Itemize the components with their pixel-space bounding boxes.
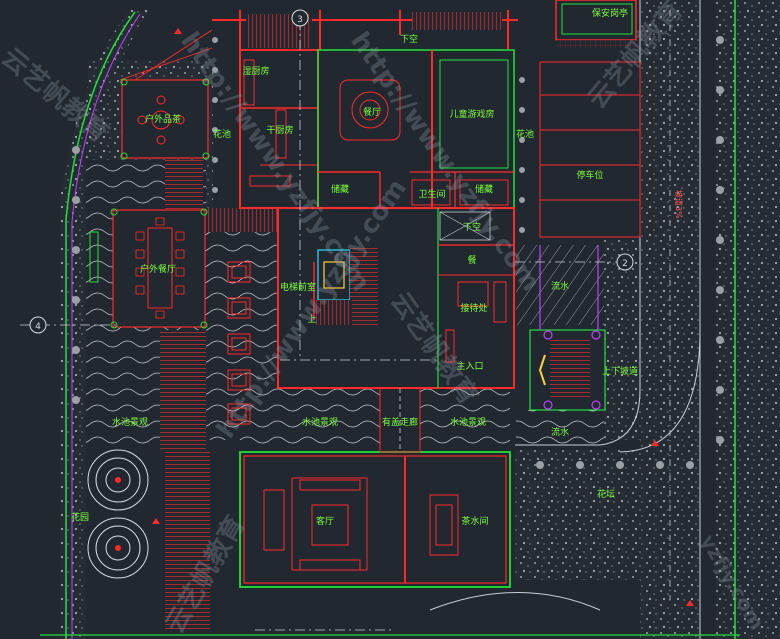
axis-marker-group: 3 2 4 bbox=[29, 9, 634, 334]
central-staircase bbox=[313, 245, 378, 325]
interior-furniture bbox=[243, 59, 509, 571]
label-tea-room: 茶水间 bbox=[461, 515, 488, 527]
label-storage-b: 储藏 bbox=[475, 183, 493, 195]
label-flowing-water-top: 流水 bbox=[551, 280, 569, 292]
site-boundaries bbox=[40, 0, 740, 639]
building-walls bbox=[212, 10, 518, 588]
label-pool-right: 水池景观 bbox=[450, 416, 486, 428]
axis-lines bbox=[20, 20, 625, 631]
label-road: 坡道3% bbox=[674, 190, 684, 219]
label-security: 保安岗亭 bbox=[592, 7, 628, 19]
axis-marker: 4 bbox=[29, 316, 47, 334]
label-dining: 餐厅 bbox=[363, 106, 381, 118]
label-flower-mid: 花池 bbox=[516, 128, 534, 140]
label-mid-room: 餐 bbox=[467, 254, 476, 266]
label-mid-void: 下空 bbox=[463, 221, 481, 233]
section-marks bbox=[152, 28, 694, 606]
security-booth bbox=[555, 0, 637, 48]
label-dry-kitchen: 干厨房 bbox=[266, 124, 293, 136]
label-outdoor-dining: 户外餐厅 bbox=[140, 263, 176, 275]
entry-steps bbox=[529, 245, 606, 411]
label-stair-front: 电梯前室 bbox=[280, 281, 316, 293]
label-garden-left: 花园 bbox=[71, 511, 89, 523]
axis-marker: 3 bbox=[291, 9, 309, 27]
label-flowerbed: 花坛 bbox=[597, 488, 615, 500]
outdoor-tea-pavilion bbox=[119, 29, 213, 160]
shrubs bbox=[72, 36, 724, 469]
landscape-layer bbox=[60, 0, 780, 639]
label-storage-a: 储藏 bbox=[331, 183, 349, 195]
label-wet-kitchen: 湿厨房 bbox=[242, 65, 269, 77]
label-main-entry: 主入口 bbox=[456, 360, 483, 372]
label-pool-left: 水池景观 bbox=[112, 416, 148, 428]
label-top-corridor: 下空 bbox=[400, 33, 418, 45]
label-bath: 卫生间 bbox=[418, 188, 445, 200]
parking-lot bbox=[539, 61, 641, 238]
garden-trees bbox=[87, 449, 601, 611]
label-hall: 接待处 bbox=[460, 302, 487, 314]
label-up-marker: 上 bbox=[307, 314, 316, 325]
label-pool-mid: 水池景观 bbox=[302, 416, 338, 428]
label-kids-play: 儿童游戏房 bbox=[449, 108, 494, 120]
stepping-stones bbox=[227, 261, 251, 425]
label-corridor: 有盖走廊 bbox=[382, 416, 418, 428]
room-labels: 下空 湿厨房 餐厅 儿童游戏房 保安岗亭 户外品茶 花池 干厨房 花池 储藏 卫… bbox=[71, 7, 684, 527]
axis-marker: 2 bbox=[616, 253, 634, 271]
label-flower-left: 花池 bbox=[213, 128, 231, 140]
label-outdoor-tea: 户外品茶 bbox=[145, 113, 181, 125]
label-up-down: 上下坡道 bbox=[602, 365, 638, 377]
label-parking: 停车位 bbox=[576, 169, 603, 181]
label-flowing-water-bottom: 流水 bbox=[551, 426, 569, 438]
axis-marker-label: 4 bbox=[35, 322, 41, 332]
axis-marker-label: 3 bbox=[297, 15, 303, 25]
label-living: 客厅 bbox=[316, 515, 334, 527]
axis-marker-label: 2 bbox=[622, 259, 628, 269]
outdoor-dining-area bbox=[89, 208, 208, 329]
